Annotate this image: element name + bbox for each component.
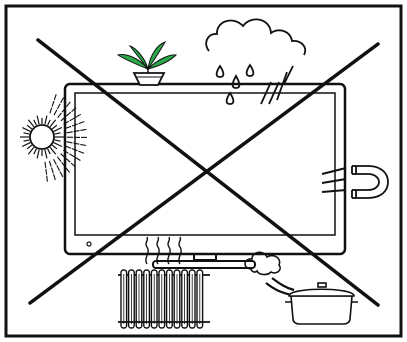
steaming-pot-icon	[245, 252, 358, 324]
tv-icon	[65, 84, 345, 268]
power-led-icon	[87, 242, 91, 246]
plant-pot-icon	[118, 42, 176, 85]
